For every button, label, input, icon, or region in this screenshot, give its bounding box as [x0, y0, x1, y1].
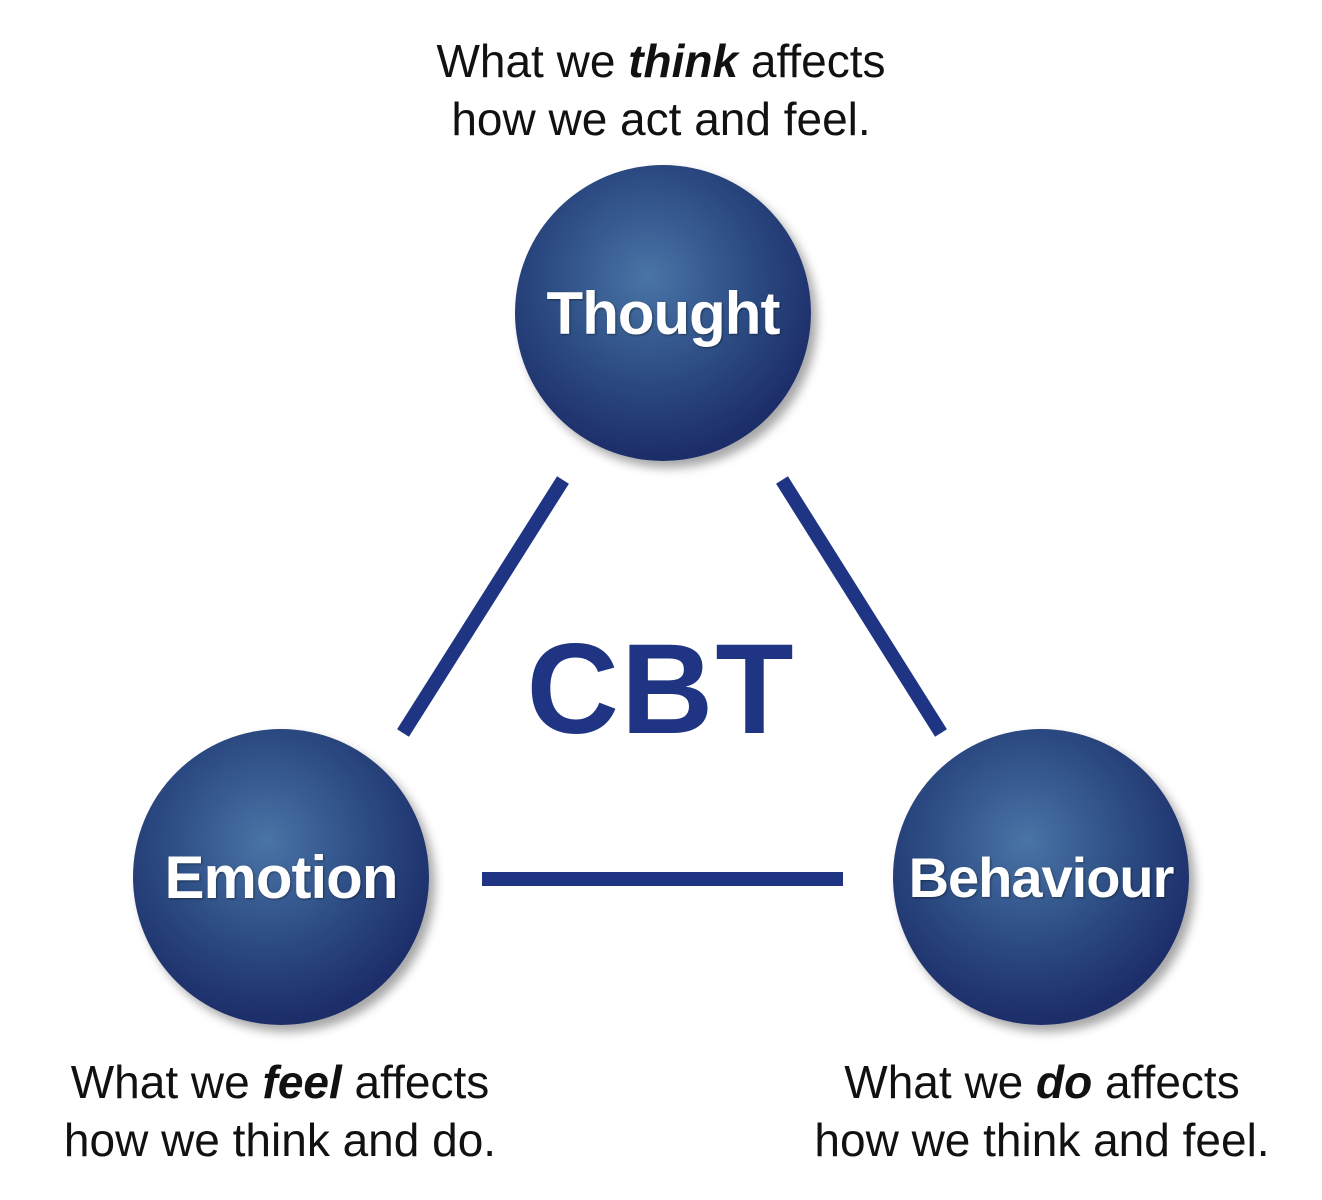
- emotion-caption-emphasis: feel: [262, 1056, 342, 1108]
- emotion-caption-prefix: What we: [70, 1056, 263, 1108]
- behaviour-caption: What we do affects how we think and feel…: [762, 1053, 1322, 1169]
- behaviour-node: Behaviour: [893, 729, 1189, 1025]
- connector-thought-behaviour: [776, 476, 947, 737]
- behaviour-caption-suffix: affects: [1092, 1056, 1240, 1108]
- thought-caption-emphasis: think: [628, 35, 739, 87]
- thought-node: Thought: [515, 165, 811, 461]
- thought-caption-prefix: What we: [436, 35, 629, 87]
- thought-node-label: Thought: [546, 279, 781, 347]
- behaviour-caption-line-1: What we do affects: [762, 1053, 1322, 1111]
- behaviour-caption-prefix: What we: [844, 1056, 1037, 1108]
- behaviour-caption-emphasis: do: [1036, 1056, 1093, 1108]
- behaviour-node-label: Behaviour: [908, 845, 1175, 909]
- connector-thought-emotion: [397, 476, 569, 737]
- thought-caption-line-1: What we think affects: [331, 32, 991, 90]
- cbt-center-label: CBT: [526, 618, 796, 761]
- emotion-caption: What we feel affects how we think and do…: [0, 1053, 560, 1169]
- emotion-caption-suffix: affects: [341, 1056, 490, 1108]
- emotion-node: Emotion: [133, 729, 429, 1025]
- behaviour-caption-line-2: how we think and feel.: [814, 1114, 1270, 1166]
- thought-caption-line-2: how we act and feel.: [451, 93, 871, 145]
- thought-caption: What we think affects how we act and fee…: [331, 32, 991, 148]
- emotion-caption-line-1: What we feel affects: [0, 1053, 560, 1111]
- emotion-caption-line-2: how we think and do.: [63, 1114, 497, 1166]
- thought-caption-suffix: affects: [738, 35, 886, 87]
- emotion-node-label: Emotion: [164, 843, 399, 911]
